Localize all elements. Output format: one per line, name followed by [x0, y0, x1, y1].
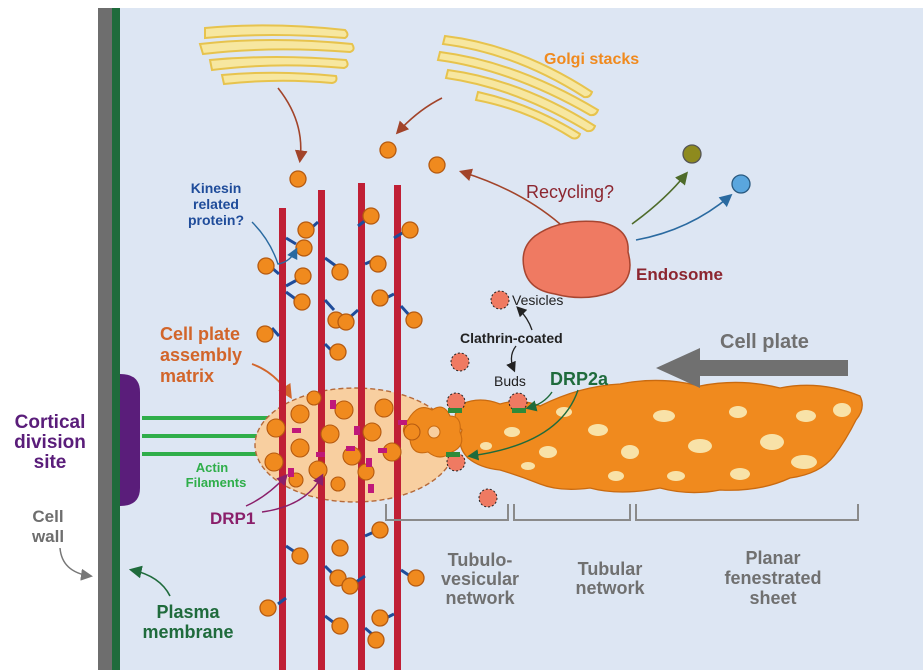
- golgi-vesicles: [289, 141, 446, 188]
- assembly-label-3: matrix: [160, 366, 214, 386]
- golgi-right-arrow: [395, 97, 443, 135]
- drp1-rings: [288, 400, 407, 493]
- tubulo-label-1: Tubulo-: [448, 550, 513, 570]
- vesicles-label: Vesicles: [512, 292, 563, 308]
- drp1-arrow-2: [261, 473, 324, 513]
- olive-vesicle: [682, 144, 702, 164]
- planar-fenestrated-sheet: [454, 379, 863, 494]
- plasma-membrane-bar: [112, 8, 120, 670]
- drp2a-arrow-2: [467, 389, 579, 461]
- cortical-label-1: Cortical: [15, 412, 86, 433]
- drp1-arrow-1: [245, 473, 288, 507]
- tubulo-label-2: vesicular: [441, 569, 519, 589]
- cortical-label-2: division: [14, 432, 86, 453]
- cortical-label-3: site: [34, 452, 67, 473]
- clathrin-coated-vesicles: [446, 290, 528, 508]
- sheet-fenestrae: [480, 403, 851, 481]
- kinesin-label-3: protein?: [188, 212, 244, 228]
- clathrin-up-arrow: [516, 306, 533, 331]
- cortical-division-site-shape: [120, 374, 140, 506]
- tubulo-vesicular-blobs: [402, 406, 463, 458]
- actin-filaments: [142, 416, 268, 456]
- cell-plate-arrow: [656, 348, 848, 388]
- endosome-blue-arrow: [635, 193, 733, 241]
- actin-label-1: Actin: [196, 460, 229, 475]
- clathrin-down-arrow: [506, 345, 517, 373]
- blue-vesicle: [731, 174, 751, 194]
- assembly-label-2: assembly: [160, 345, 242, 365]
- cell-wall-label-1: Cell: [32, 507, 63, 526]
- plasma-label-1: Plasma: [156, 602, 220, 622]
- microtubule-vesicles: [256, 207, 425, 649]
- actin-label-2: Filaments: [186, 475, 247, 490]
- plasma-label-2: membrane: [142, 622, 233, 642]
- golgi-left-arrow: [277, 87, 308, 164]
- endosome-shape: [522, 220, 631, 299]
- assembly-label-1: Cell plate: [160, 324, 240, 344]
- clathrin-label: Clathrin-coated: [460, 330, 563, 346]
- golgi-stack-left: [198, 24, 355, 86]
- golgi-stacks-label: Golgi stacks: [544, 51, 639, 68]
- kinesin-label-1: Kinesin: [191, 180, 242, 196]
- cell-wall-arrow: [59, 547, 93, 581]
- drp2a-label: DRP2a: [550, 369, 609, 389]
- planar-label-3: sheet: [749, 588, 796, 608]
- drp2a-arrow-1: [525, 391, 553, 412]
- cell-wall-bar: [98, 8, 112, 670]
- plasma-membrane-arrow: [128, 565, 171, 597]
- kinesin-arrow: [251, 221, 298, 265]
- tubulo-label-3: network: [445, 588, 515, 608]
- matrix-vesicles: [264, 390, 421, 492]
- recycling-label: Recycling?: [526, 182, 614, 202]
- cytoplasm-background: [118, 8, 923, 670]
- cell-plate-label: Cell plate: [720, 331, 809, 353]
- cell-wall-label-2: wall: [31, 527, 64, 546]
- planar-label-2: fenestrated: [724, 568, 821, 588]
- tubular-label-1: Tubular: [578, 559, 643, 579]
- tubular-label-2: network: [575, 578, 645, 598]
- assembly-matrix-arrow: [251, 363, 292, 400]
- endosome-olive-arrow: [631, 171, 689, 225]
- kinesin-label-2: related: [193, 196, 239, 212]
- golgi-stack-right: [436, 34, 600, 140]
- buds-label: Buds: [494, 373, 526, 389]
- region-brackets: [385, 504, 859, 521]
- recycling-arrow: [458, 168, 561, 225]
- drp1-label: DRP1: [210, 509, 255, 528]
- planar-label-1: Planar: [745, 548, 800, 568]
- drp2a-rings: [446, 408, 526, 457]
- endosome-label: Endosome: [636, 265, 723, 284]
